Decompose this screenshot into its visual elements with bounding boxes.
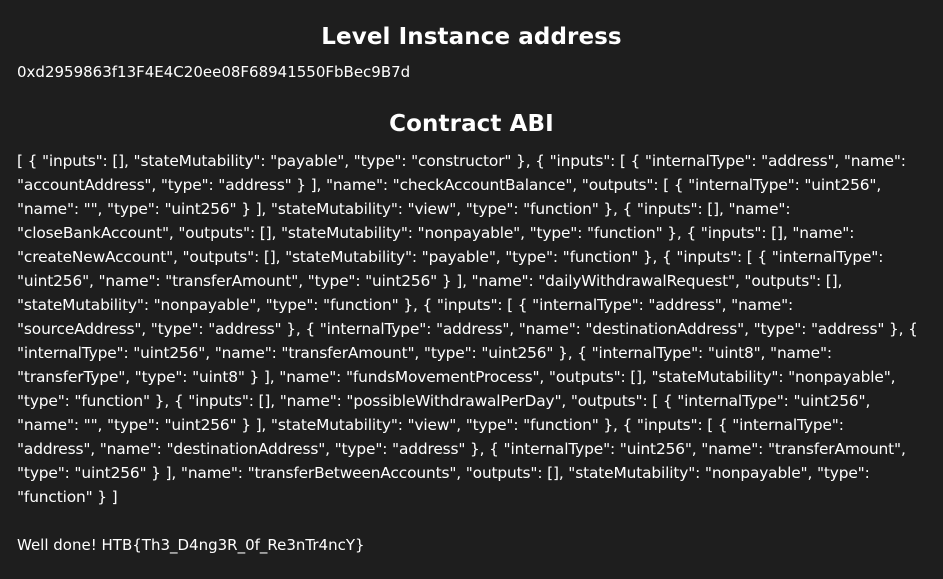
contract-abi-heading: Contract ABI — [389, 111, 554, 137]
success-message: Well done! HTB{Th3_D4ng3R_0f_Re3nTr4ncY} — [17, 536, 365, 554]
contract-abi-text: [ { "inputs": [], "stateMutability": "pa… — [17, 152, 918, 506]
level-instance-address: 0xd2959863f13F4E4C20ee08F68941550FbBec9B… — [17, 63, 411, 81]
level-instance-heading: Level Instance address — [321, 24, 622, 50]
